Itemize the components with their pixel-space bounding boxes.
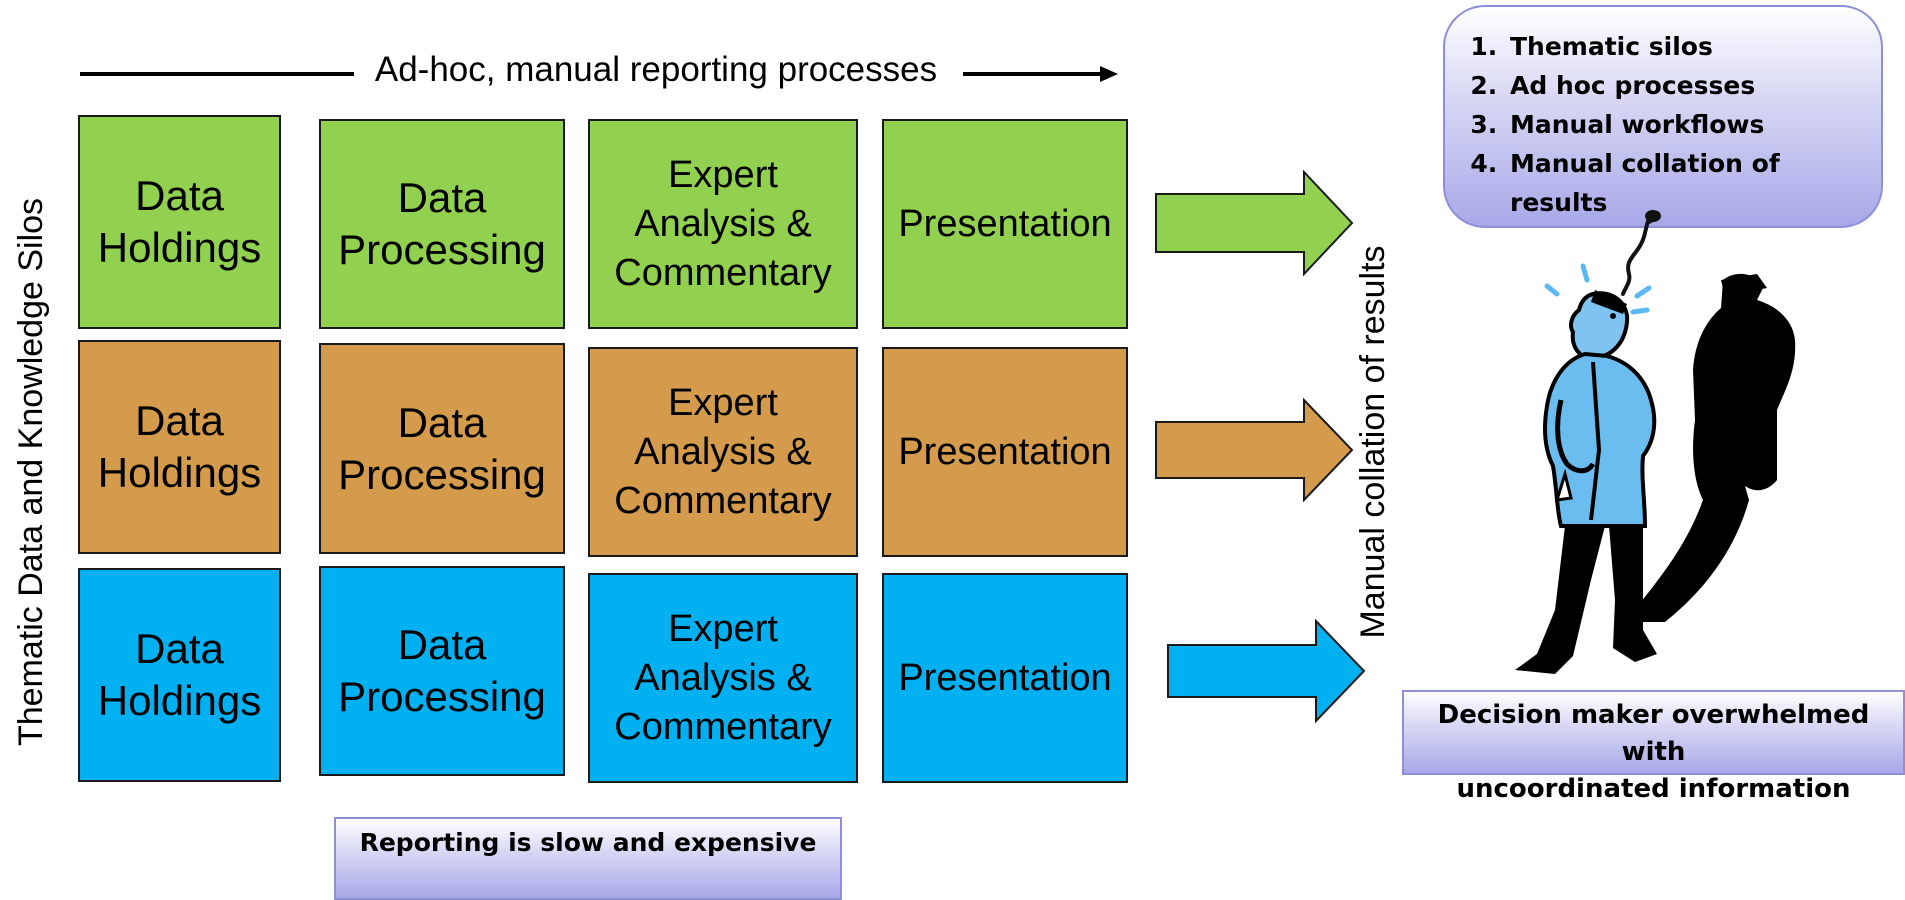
thought-tail-icon	[1621, 210, 1661, 296]
collation-label: Manual collation of results	[1354, 245, 1392, 639]
row2-presentation: Presentation	[882, 347, 1128, 557]
row2-expert-analysis: Expert Analysis & Commentary	[588, 347, 858, 557]
row3-expert-analysis: Expert Analysis & Commentary	[588, 573, 858, 783]
row3-data-holdings: Data Holdings	[78, 568, 281, 782]
decision-caption: Decision maker overwhelmed with uncoordi…	[1402, 690, 1905, 804]
right-arrow-icon	[1155, 398, 1354, 502]
row2-data-holdings: Data Holdings	[78, 340, 281, 554]
issue-item: Manual workflows	[1506, 105, 1881, 144]
process-label: Ad-hoc, manual reporting processes	[374, 50, 938, 89]
issues-list: Thematic silos Ad hoc processes Manual w…	[1461, 27, 1881, 222]
right-arrow-icon	[1155, 170, 1354, 276]
row3-data-processing: Data Processing	[319, 566, 565, 776]
thought-bubble: Thematic silos Ad hoc processes Manual w…	[1443, 5, 1883, 228]
side-label: Thematic Data and Knowledge Silos	[12, 197, 50, 747]
issue-item: Manual collation of results	[1506, 144, 1881, 222]
row1-data-processing: Data Processing	[319, 119, 565, 329]
row1-presentation: Presentation	[882, 119, 1128, 329]
process-line-left	[80, 72, 354, 76]
reporting-caption: Reporting is slow and expensive	[334, 817, 842, 900]
overwhelmed-person-icon	[1515, 263, 1796, 674]
row1-data-holdings: Data Holdings	[78, 115, 281, 329]
issue-item: Thematic silos	[1506, 27, 1881, 66]
right-arrow-icon	[1167, 619, 1366, 723]
issue-item: Ad hoc processes	[1506, 66, 1881, 105]
row3-presentation: Presentation	[882, 573, 1128, 783]
process-line-right	[963, 72, 1113, 76]
row2-data-processing: Data Processing	[319, 343, 565, 554]
process-arrowhead-icon	[1100, 66, 1118, 82]
row1-expert-analysis: Expert Analysis & Commentary	[588, 119, 858, 329]
